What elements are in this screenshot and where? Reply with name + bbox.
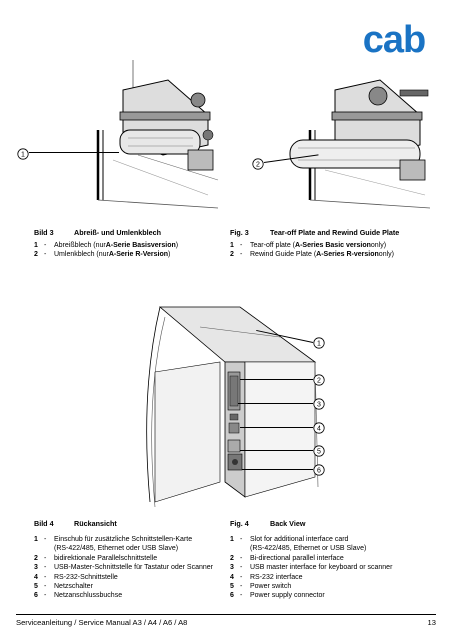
legend-item: 1-Abreißblech (nur A-Serie Basisversion) bbox=[34, 242, 179, 249]
leader-3 bbox=[238, 403, 313, 404]
legend-item: 4-RS-232-Schnittstelle bbox=[34, 573, 118, 581]
legend-item: 2-Bi-directional parallel interface bbox=[230, 554, 344, 562]
callout-2-fig4: 2 bbox=[313, 373, 325, 391]
legend-item: 5-Power switch bbox=[230, 583, 292, 591]
legend-item: 6-Netzanschlussbuchse bbox=[34, 592, 123, 600]
svg-text:4: 4 bbox=[317, 426, 321, 433]
legend-item: 2-Umlenkblech (nur A-Serie R-Version) bbox=[34, 251, 171, 259]
fig4-en-legend: 1-Slot for additional interface card (RS… bbox=[230, 535, 392, 601]
svg-text:2: 2 bbox=[317, 378, 321, 385]
legend-item: 1-Tear-off plate (A-Series Basic version… bbox=[230, 242, 387, 249]
page-number: 13 bbox=[427, 618, 436, 627]
legend-item: 5-Netzschalter bbox=[34, 583, 93, 591]
callout-1-leader bbox=[29, 152, 119, 153]
figure-3-left-illustration bbox=[58, 60, 223, 210]
svg-text:5: 5 bbox=[317, 449, 321, 456]
legend-item-continuation: (RS-422/485, Ethernet oder USB Slave) bbox=[54, 545, 179, 553]
figure-3-right-illustration bbox=[270, 60, 435, 210]
svg-text:1: 1 bbox=[21, 152, 25, 159]
footer-title: Serviceanleitung / Service Manual A3 / A… bbox=[16, 618, 188, 627]
svg-text:2: 2 bbox=[256, 162, 260, 169]
leader-6 bbox=[242, 469, 313, 470]
svg-text:1: 1 bbox=[317, 341, 321, 348]
svg-text:6: 6 bbox=[317, 468, 321, 475]
fig4-de-legend: 1-Einschub für zusätzliche Schnittstelle… bbox=[34, 535, 213, 601]
leader-5 bbox=[240, 450, 313, 451]
cab-logo: cab bbox=[350, 19, 438, 61]
callout-2-fig3: 2 bbox=[252, 157, 264, 175]
callout-3-fig4: 3 bbox=[313, 397, 325, 415]
callout-5-fig4: 5 bbox=[313, 444, 325, 462]
fig3-en-legend: 1-Tear-off plate (A-Series Basic version… bbox=[230, 241, 394, 260]
svg-text:3: 3 bbox=[317, 402, 321, 409]
legend-item: 1-Slot for additional interface card bbox=[230, 536, 349, 543]
legend-item: 2-Rewind Guide Plate (A-Series R-version… bbox=[230, 251, 394, 259]
legend-item: 3-USB-Master-Schnittstelle für Tastatur … bbox=[34, 564, 213, 572]
footer-rule bbox=[16, 614, 436, 615]
leader-2 bbox=[240, 379, 313, 380]
page-footer: Serviceanleitung / Service Manual A3 / A… bbox=[16, 618, 436, 627]
callout-6-fig4: 6 bbox=[313, 463, 325, 481]
fig3-de-legend: 1-Abreißblech (nur A-Serie Basisversion)… bbox=[34, 241, 178, 260]
legend-item: 2-bidirektionale Parallelschnittstelle bbox=[34, 554, 158, 562]
logo-text: cab bbox=[363, 19, 425, 59]
legend-item: 6-Power supply connector bbox=[230, 592, 325, 600]
leader-4 bbox=[240, 427, 313, 428]
legend-item-continuation: (RS-422/485, Ethernet or USB Slave) bbox=[250, 545, 367, 553]
callout-4-fig4: 4 bbox=[313, 421, 325, 439]
figure-4-illustration bbox=[140, 302, 320, 510]
callout-1-fig4: 1 bbox=[313, 336, 325, 354]
legend-item: 4-RS-232 interface bbox=[230, 573, 303, 581]
callout-1-fig3: 1 bbox=[17, 147, 29, 165]
legend-item: 1-Einschub für zusätzliche Schnittstelle… bbox=[34, 536, 193, 543]
legend-item: 3-USB master interface for keyboard or s… bbox=[230, 564, 393, 572]
